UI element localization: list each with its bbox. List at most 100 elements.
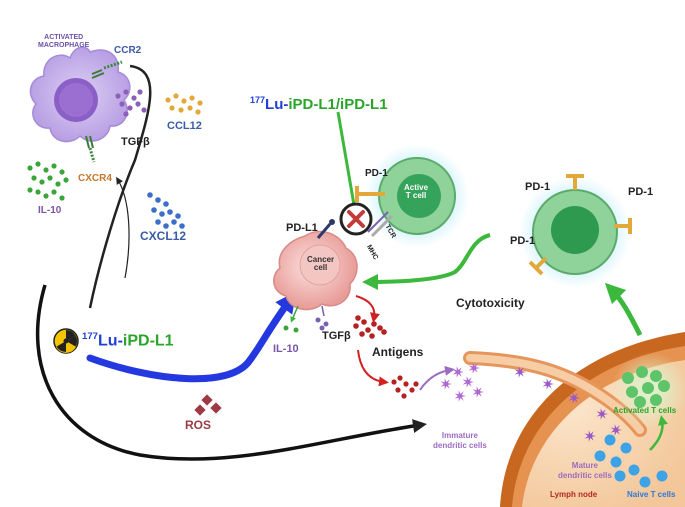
il10-dot — [27, 187, 33, 193]
inhibition-line — [336, 111, 356, 206]
il10-dot — [59, 169, 65, 175]
arrow-to-macrophage — [88, 64, 152, 309]
cxcl12-dot — [151, 207, 157, 213]
label-ros: ROS — [185, 418, 212, 432]
arrow-to-tcell-right — [604, 282, 643, 337]
cxcl12-dot — [179, 223, 185, 229]
dendritic-cells — [440, 362, 622, 442]
label-antigens: Antigens — [372, 345, 424, 359]
naive-t-cell — [614, 470, 626, 482]
activated-t-cell — [642, 382, 654, 394]
ccl12-dot — [181, 98, 187, 104]
mature-dendritic-cell — [596, 408, 608, 420]
il10-dot — [39, 179, 45, 185]
arrow-to-immature-dc — [419, 365, 455, 391]
naive-t-cell — [610, 456, 622, 468]
naive-t-cell — [594, 450, 606, 462]
tgfb-dot — [135, 101, 141, 107]
arrow-to-antigen-cluster — [357, 349, 389, 387]
tgfb-dot — [115, 93, 121, 99]
immature-dendritic-cell — [454, 390, 466, 402]
label-drug-left: 177Lu-iPD-L1 — [82, 331, 174, 350]
il10-dot — [27, 165, 33, 171]
ccl12-dot — [173, 93, 179, 99]
arrow-drug-to-cancer — [86, 291, 297, 383]
mature-dendritic-cell — [584, 430, 596, 442]
cancer-tgfb-dot — [315, 317, 321, 323]
label-pd1-right-c: PD-1 — [510, 235, 536, 247]
antigen-dot — [359, 331, 365, 337]
immature-dendritic-cell — [452, 366, 464, 378]
ccl12-dot — [187, 105, 193, 111]
ros-diamonds — [194, 394, 222, 416]
tgfb-dot — [127, 105, 133, 111]
label-ccr2: CCR2 — [114, 45, 142, 56]
inhibition-x-icon — [339, 202, 373, 236]
immature-dendritic-cell — [462, 376, 474, 388]
t-cell-right — [519, 176, 631, 288]
label-pd1-top: PD-1 — [365, 168, 388, 179]
antigen-dot — [401, 393, 407, 399]
label-il10-cancer: IL-10 — [273, 343, 299, 355]
label-activated-macrophage: ACTIVATED MACROPHAGE — [38, 34, 90, 49]
label-activated-t-cells: Activated T cells — [613, 406, 677, 415]
il10-dot — [43, 167, 49, 173]
mature-dendritic-cell — [514, 366, 526, 378]
antigen-dot — [371, 321, 377, 327]
antigen-dot — [361, 319, 367, 325]
mature-dendritic-cell — [542, 378, 554, 390]
cancer-il10-dot — [283, 325, 289, 331]
activated-t-cell — [650, 370, 662, 382]
antigen-dot — [381, 329, 387, 335]
ccl12-dot — [197, 100, 203, 106]
label-immature-dc: Immature dendritic cells — [433, 431, 487, 450]
label-active-t-cell: Active T cell — [404, 183, 429, 200]
arrow-cxcr4 — [116, 176, 130, 279]
naive-t-cell — [620, 442, 632, 454]
label-pd1-right-a: PD-1 — [525, 181, 551, 193]
activated-macrophage — [29, 46, 131, 143]
immature-dendritic-cell — [472, 386, 484, 398]
cxcl12-dot — [171, 219, 177, 225]
cxcl12-dot — [163, 201, 169, 207]
il10-dot — [55, 181, 61, 187]
cxcl12-dot — [159, 211, 165, 217]
antigen-dot — [397, 375, 403, 381]
antigen-dot — [403, 381, 409, 387]
arrow-tgfb-out — [321, 305, 325, 317]
naive-t-cell — [604, 434, 616, 446]
cxcl12-dot — [167, 209, 173, 215]
arrow-antigens — [355, 295, 380, 323]
tgfb-dot — [123, 111, 129, 117]
antigen-dot — [353, 323, 359, 329]
activated-t-cell — [636, 366, 648, 378]
antigen-dot — [369, 333, 375, 339]
tgfb-dot — [141, 107, 147, 113]
antigen-dot — [413, 381, 419, 387]
cxcl12-dot — [155, 219, 161, 225]
activated-t-cell — [626, 386, 638, 398]
antigen-dot — [395, 387, 401, 393]
active-t-cell — [365, 144, 469, 248]
naive-t-cell — [628, 464, 640, 476]
label-tgfb-macrophage: TGFβ — [121, 136, 150, 148]
label-cancer-cell: Cancer cell — [307, 255, 335, 272]
arrow-naive-to-activated — [649, 415, 668, 451]
cxcl12-dot — [163, 223, 169, 229]
ccl12-dot — [189, 95, 195, 101]
il10-dot — [59, 195, 65, 201]
label-lymph-node: Lymph node — [550, 490, 598, 499]
il10-dot — [51, 189, 57, 195]
label-pdl1: PD-L1 — [286, 222, 318, 234]
receptor-cxcr4 — [85, 135, 96, 163]
cancer-il10-dot — [293, 327, 299, 333]
immature-dendritic-cell — [468, 362, 480, 374]
tgfb-dot — [123, 89, 129, 95]
label-pd1-right-b: PD-1 — [628, 186, 654, 198]
naive-t-cell — [656, 470, 668, 482]
il10-dot — [35, 161, 41, 167]
label-cxcr4: CXCR4 — [78, 173, 112, 184]
arrow-il10-out — [290, 305, 299, 323]
il10-dot — [43, 193, 49, 199]
